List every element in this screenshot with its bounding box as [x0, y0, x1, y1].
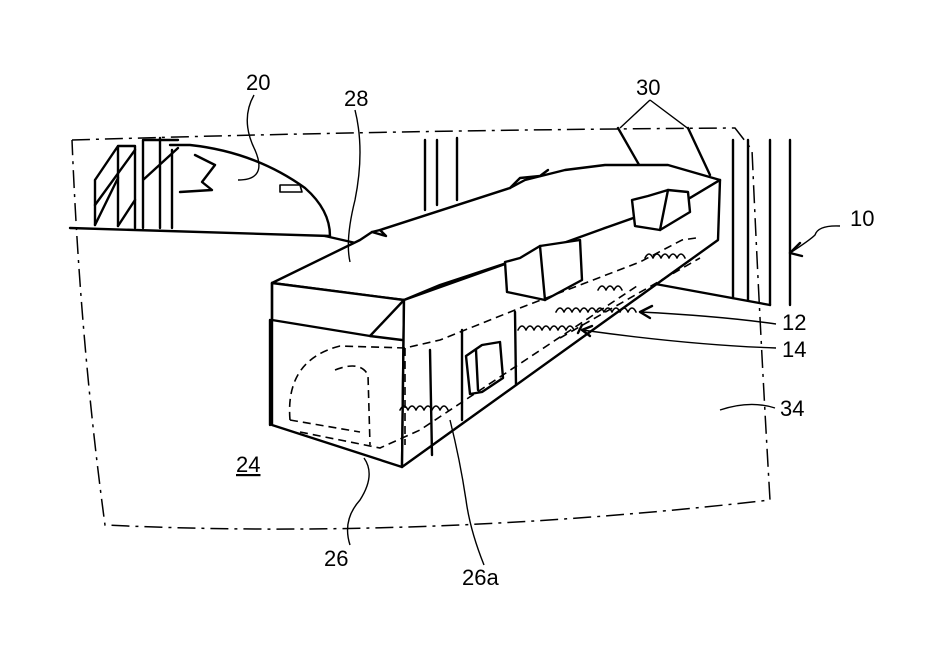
label-26a: 26a	[462, 565, 499, 590]
label-10: 10	[850, 206, 874, 231]
stair-structure	[93, 136, 180, 230]
top-block-rear	[630, 188, 692, 232]
coil-row-side-2	[555, 307, 637, 313]
coil-row-front	[399, 405, 449, 411]
coil-row-side-1	[517, 325, 575, 331]
coil-row-side-3	[597, 285, 623, 291]
label-14: 14	[782, 337, 806, 362]
connector-lines-30	[616, 126, 712, 177]
front-face	[270, 281, 406, 469]
mobile-unit	[268, 163, 722, 469]
underside-line-14	[559, 257, 701, 339]
airplane	[68, 143, 362, 246]
label-12: 12	[782, 310, 806, 335]
label-28: 28	[344, 86, 368, 111]
coil-row-rear	[644, 253, 686, 259]
label-20: 20	[246, 70, 270, 95]
reference-numerals: 20 28 30 10 12 14 34 24 26 26a	[236, 70, 874, 590]
label-34: 34	[780, 396, 804, 421]
leader-lines	[237, 94, 841, 566]
label-24: 24	[236, 452, 260, 477]
label-26: 26	[324, 546, 348, 571]
background-posts	[423, 136, 792, 307]
label-30: 30	[636, 75, 660, 100]
hangar-boundary	[71, 127, 771, 530]
top-block-middle	[503, 238, 584, 302]
